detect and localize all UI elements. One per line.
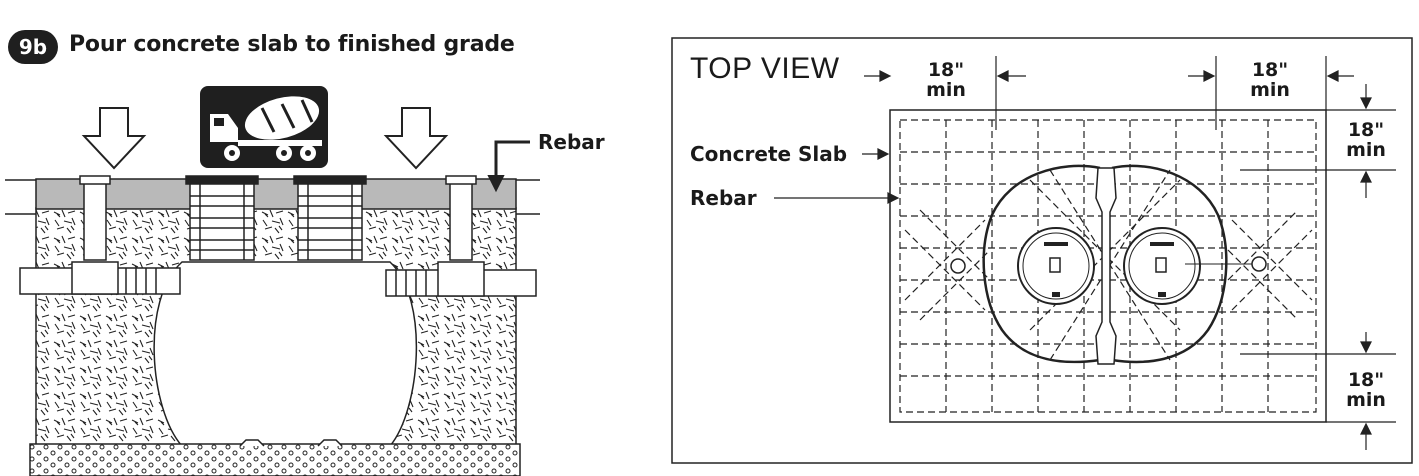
excavation-outline: [982, 164, 1228, 364]
dimension-top-right: 18" min: [1240, 60, 1300, 100]
dimension-top-left: 18" min: [916, 60, 976, 100]
dimension-value: 18": [927, 59, 965, 81]
rebar-leader-top: [774, 192, 900, 204]
pour-arrow-left-icon: [81, 107, 147, 170]
dimension-right-bottom: 18" min: [1336, 370, 1396, 410]
riser-lid-right: [1123, 227, 1201, 305]
dimension-value: 18": [1251, 59, 1289, 81]
dimension-unit: min: [1250, 79, 1290, 101]
dimension-value: 18": [1347, 119, 1385, 141]
top-view-title: TOP VIEW: [690, 52, 840, 85]
concrete-truck-icon: [200, 86, 328, 168]
step-number-badge: 9b: [8, 30, 58, 64]
dimension-unit: min: [926, 79, 966, 101]
dimension-value: 18": [1347, 369, 1385, 391]
rebar-label-top: Rebar: [690, 186, 757, 210]
tank-divider: [1095, 167, 1117, 365]
inlet-pipe: [19, 175, 181, 295]
diagonal-rebar: [904, 169, 1313, 361]
slab-outline: [889, 109, 1327, 423]
tank-feet: [239, 439, 343, 447]
outlet-pipe: [385, 175, 537, 297]
dimension-right-top: 18" min: [1336, 120, 1396, 160]
tank-body: [153, 261, 418, 447]
ground-lines: [5, 179, 540, 215]
rebar-grid: [899, 119, 1317, 413]
riser-right: [293, 175, 367, 261]
concrete-slab: [35, 178, 517, 210]
pour-arrow-right-icon: [383, 107, 449, 170]
gravel-base: [29, 443, 521, 476]
outlet-cleanout-circle: [1251, 256, 1267, 272]
top-view-frame: [671, 37, 1413, 464]
riser-lid-left: [1017, 227, 1095, 305]
concrete-slab-label: Concrete Slab: [690, 142, 848, 166]
dimension-unit: min: [1346, 389, 1386, 411]
rebar-leader-side: [487, 140, 530, 193]
dimension-lines: [864, 56, 1396, 450]
inlet-cleanout-circle: [950, 258, 966, 274]
concrete-slab-leader: [862, 148, 890, 160]
step-title: Pour concrete slab to finished grade: [69, 32, 515, 57]
dimension-unit: min: [1346, 139, 1386, 161]
riser-left: [185, 175, 259, 261]
rebar-label-side: Rebar: [538, 130, 605, 154]
